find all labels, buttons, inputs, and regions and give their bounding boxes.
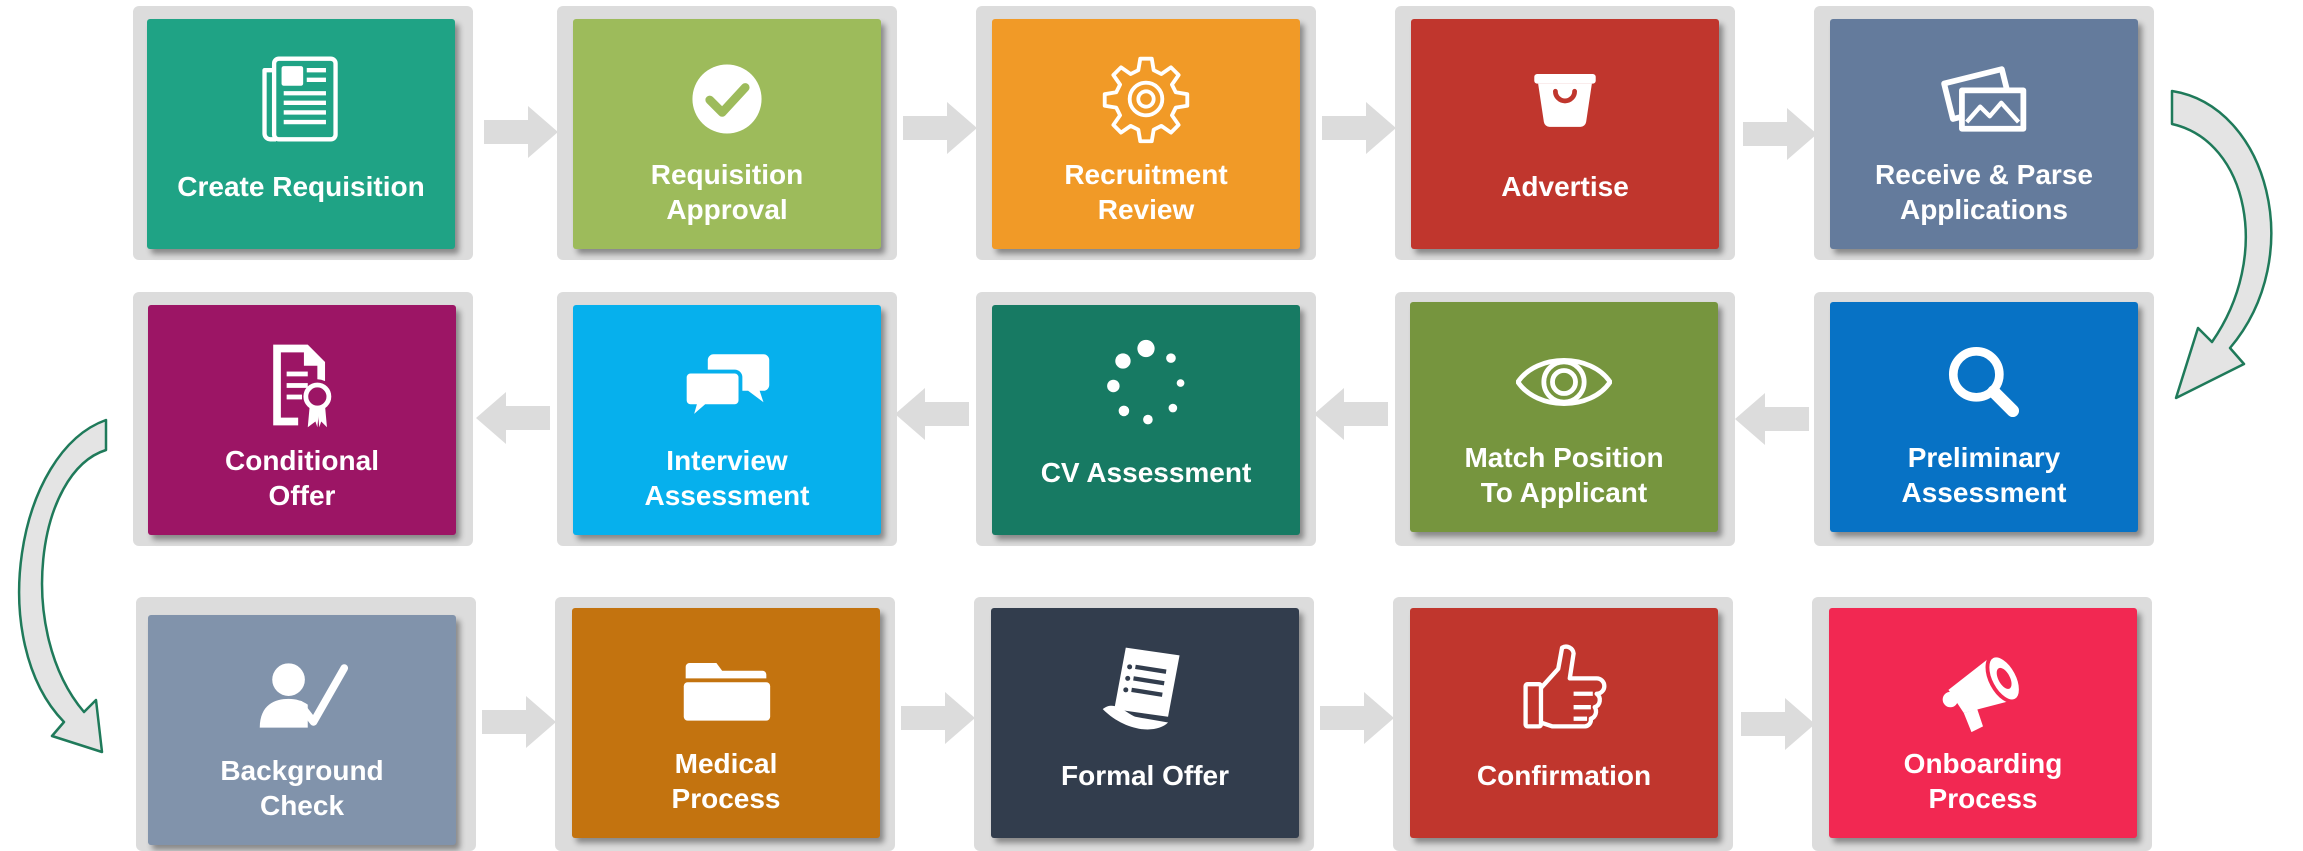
document-icon xyxy=(1097,640,1193,736)
arrow-right xyxy=(484,106,558,158)
thumbs-up-icon xyxy=(1516,640,1612,736)
step-medical-process: Medical Process xyxy=(572,608,880,838)
eye-icon xyxy=(1516,334,1612,430)
arrow-right xyxy=(901,692,975,744)
arrow-left xyxy=(895,388,969,440)
step-cv-assessment: CV Assessment xyxy=(992,305,1300,535)
connector-row1-to-row2 xyxy=(2168,86,2298,426)
step-preliminary-assessment: Preliminary Assessment xyxy=(1830,302,2138,532)
step-onboarding-process: Onboarding Process xyxy=(1829,608,2137,838)
step-label: Background Check xyxy=(220,755,384,821)
step-recruitment-review: Recruitment Review xyxy=(992,19,1300,249)
step-label: Advertise xyxy=(1501,171,1629,202)
shopping-basket-icon xyxy=(1517,51,1613,147)
checkmark-circle-icon xyxy=(679,51,775,147)
magnifier-icon xyxy=(1936,334,2032,430)
arrow-left xyxy=(1314,388,1388,440)
arrow-right xyxy=(1322,102,1396,154)
step-label: Match Position To Applicant xyxy=(1464,442,1664,508)
arrow-right xyxy=(482,696,556,748)
speech-bubbles-icon xyxy=(679,337,775,433)
arrow-right xyxy=(1320,692,1394,744)
step-label: Medical Process xyxy=(671,748,781,814)
step-label: Receive & Parse Applications xyxy=(1875,159,2093,225)
step-label: Interview Assessment xyxy=(644,445,810,511)
step-background-check: Background Check xyxy=(148,615,456,845)
step-confirmation: Confirmation xyxy=(1410,608,1718,838)
step-interview-assessment: Interview Assessment xyxy=(573,305,881,535)
connector-row2-to-row3 xyxy=(6,412,116,762)
step-label: Recruitment Review xyxy=(1064,159,1228,225)
step-label: Formal Offer xyxy=(1060,760,1230,791)
step-label: Requisition Approval xyxy=(650,159,804,225)
step-formal-offer: Formal Offer xyxy=(991,608,1299,838)
step-label: Create Requisition xyxy=(177,171,425,202)
step-advertise: Advertise xyxy=(1411,19,1719,249)
step-label: Preliminary Assessment xyxy=(1901,442,2067,508)
step-label: Conditional Offer xyxy=(225,445,379,511)
step-create-requisition: Create Requisition xyxy=(147,19,455,249)
certificate-icon xyxy=(254,337,350,433)
step-receive-parse-applications: Receive & Parse Applications xyxy=(1830,19,2138,249)
step-label: Confirmation xyxy=(1476,760,1652,791)
step-match-position: Match Position To Applicant xyxy=(1410,302,1718,532)
step-conditional-offer: Conditional Offer xyxy=(148,305,456,535)
step-label: Onboarding Process xyxy=(1903,748,2063,814)
arrow-right xyxy=(903,102,977,154)
arrow-left xyxy=(1735,393,1809,445)
step-requisition-approval: Requisition Approval xyxy=(573,19,881,249)
newspaper-icon xyxy=(253,51,349,147)
arrow-right xyxy=(1741,698,1815,750)
folder-icon xyxy=(678,640,774,736)
loading-dots-icon xyxy=(1098,337,1194,433)
user-check-icon xyxy=(254,647,350,743)
arrow-right xyxy=(1743,108,1817,160)
arrow-left xyxy=(476,392,550,444)
step-label: CV Assessment xyxy=(1040,457,1252,488)
pictures-icon xyxy=(1936,51,2032,147)
megaphone-icon xyxy=(1935,640,2031,736)
gear-icon xyxy=(1098,51,1194,147)
